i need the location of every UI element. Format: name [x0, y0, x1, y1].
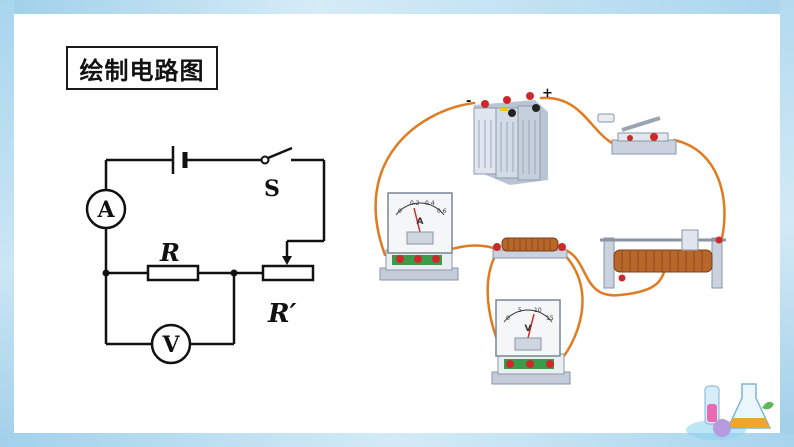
junction-left: [102, 269, 110, 277]
junction-right: [230, 269, 238, 277]
resistor-device: [492, 237, 568, 259]
lab-glassware-decoration: [686, 383, 774, 440]
ammeter-device: [379, 192, 459, 281]
switch-symbol: [260, 146, 293, 165]
ammeter-face-letter: A: [417, 217, 424, 227]
page-title: 绘制电路图: [79, 56, 205, 85]
frame-top: [0, 0, 794, 14]
frame-right: [780, 0, 794, 447]
voltmeter-scale-0: 0: [506, 315, 510, 322]
ammeter-scale-3: 0.6: [437, 208, 447, 215]
rheostat-label: R′: [267, 299, 297, 329]
ammeter-symbol: [85, 188, 127, 230]
rheostat-symbol: [261, 264, 315, 282]
voltmeter-scale-1: 5: [518, 307, 522, 314]
knife-switch: [597, 113, 677, 155]
battery-plus-label: +: [542, 86, 553, 101]
voltmeter-scale-3: 15: [546, 315, 554, 322]
switch-label: S: [264, 176, 280, 202]
ammeter-scale-2: 0.4: [425, 200, 435, 207]
rheostat-arrow: [282, 256, 292, 265]
resistor-symbol: [146, 264, 200, 282]
frame-bottom: [0, 433, 794, 447]
title-box: 绘制电路图: [66, 46, 218, 90]
rheostat-device: [600, 229, 726, 289]
ammeter-scale-1: 0.2: [410, 200, 420, 207]
ammeter-letter: A: [96, 197, 115, 223]
resistor-label: R: [159, 238, 180, 267]
voltmeter-device: [491, 299, 571, 385]
battery-pack: [473, 92, 548, 185]
voltmeter-letter: V: [161, 332, 180, 358]
battery-symbol: [171, 146, 188, 174]
voltmeter-face-letter: V: [525, 324, 532, 334]
voltmeter-symbol: [150, 323, 192, 365]
battery-minus-label: -: [466, 94, 471, 109]
schematic-wires: [104, 158, 326, 346]
ammeter-scale-0: 0: [398, 208, 402, 215]
voltmeter-scale-2: 10: [534, 307, 542, 314]
frame-left: [0, 0, 14, 447]
